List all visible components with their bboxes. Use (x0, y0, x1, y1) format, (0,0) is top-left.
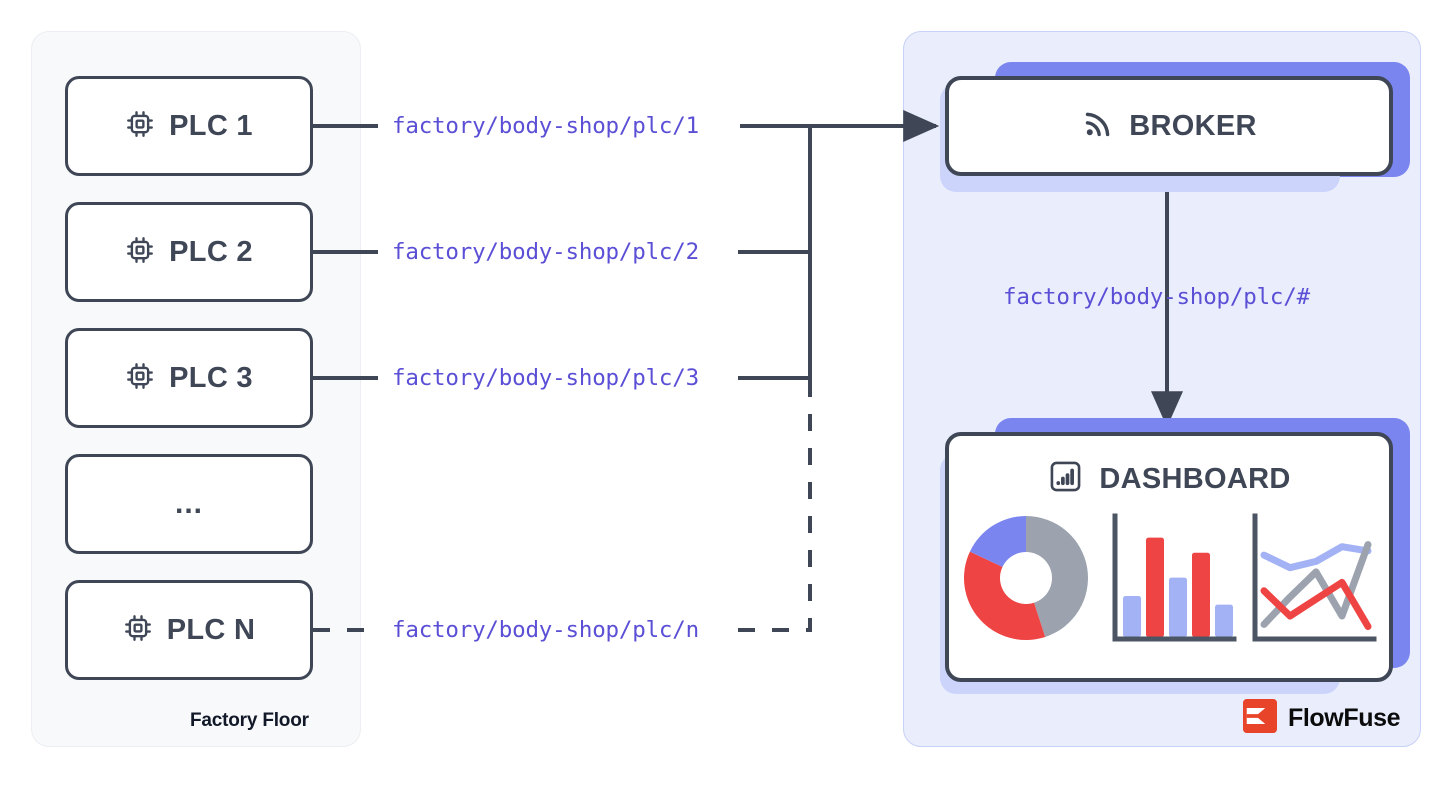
node-label: PLC 3 (169, 361, 253, 394)
topic-label-plc-3: factory/body-shop/plc/3 (392, 365, 699, 391)
widget-donut-chart (964, 516, 1088, 640)
widget-line-chart (1252, 513, 1377, 642)
node-plc-more: ... (65, 454, 313, 554)
line-series-path (1260, 541, 1372, 628)
node-plc-3[interactable]: PLC 3 (65, 328, 313, 428)
donut-slice (1026, 516, 1088, 637)
broker-node[interactable]: BROKER (940, 62, 1410, 192)
node-label: PLC 1 (169, 109, 253, 142)
bar-chart-box-icon (1047, 458, 1084, 500)
line-series-path (1260, 543, 1372, 572)
dashboard-label: DASHBOARD (1099, 462, 1291, 495)
bar-rect (1192, 552, 1210, 637)
topic-label-plc-2: factory/body-shop/plc/2 (392, 239, 699, 265)
dashboard-widgets (964, 513, 1377, 642)
bar-rect (1146, 537, 1164, 637)
flowfuse-wordmark: FlowFuse (1288, 704, 1401, 732)
topic-label-subscribe: factory/body-shop/plc/# (1003, 284, 1310, 310)
line-series-path (1260, 578, 1372, 630)
bar-rect (1169, 577, 1187, 637)
donut-slice (964, 551, 1046, 640)
dashboard-card[interactable]: DASHBOARD (945, 432, 1393, 682)
node-label: PLC 2 (169, 235, 253, 268)
ellipsis-label: ... (174, 487, 203, 520)
node-plc-1[interactable]: PLC 1 (65, 76, 313, 176)
bar-rect (1123, 595, 1141, 637)
broker-card[interactable]: BROKER (945, 76, 1393, 176)
broker-label: BROKER (1129, 109, 1257, 142)
topic-label-plc-1: factory/body-shop/plc/1 (392, 113, 699, 139)
widget-bar-chart (1112, 513, 1237, 642)
bar-rect (1215, 604, 1233, 637)
cpu-chip-icon (125, 235, 155, 270)
node-label: PLC N (166, 613, 256, 646)
topic-label-plc-n: factory/body-shop/plc/n (392, 617, 699, 643)
node-plc-2[interactable]: PLC 2 (65, 202, 313, 302)
flowfuse-logo-icon (1243, 699, 1277, 738)
factory-floor-caption: Factory Floor (190, 710, 309, 731)
node-plc-n[interactable]: PLC N (65, 580, 313, 680)
cpu-chip-icon (123, 613, 153, 648)
flowfuse-brand: FlowFuse (1243, 699, 1400, 738)
cpu-chip-icon (125, 361, 155, 396)
cpu-chip-icon (125, 109, 155, 144)
dashboard-header: DASHBOARD (1047, 458, 1290, 500)
dashboard-node[interactable]: DASHBOARD (940, 418, 1410, 694)
broadcast-signal-icon (1081, 107, 1115, 146)
